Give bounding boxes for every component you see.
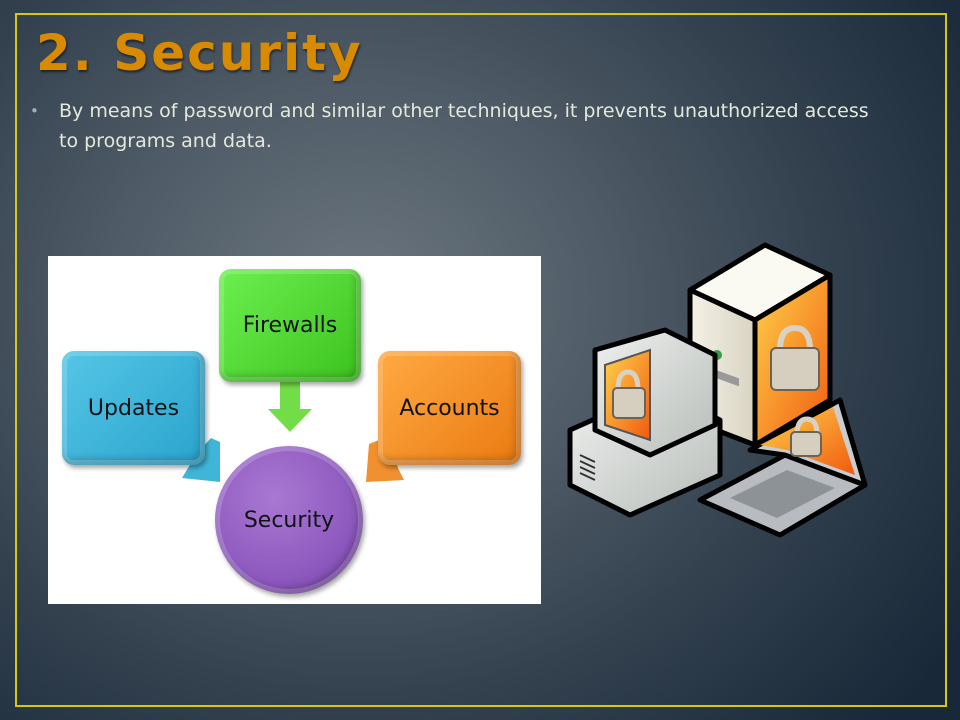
slide-frame <box>15 13 947 707</box>
node-label: Accounts <box>399 395 500 421</box>
secured-computers-illustration <box>567 242 868 538</box>
diagram-node-security: Security <box>215 446 363 594</box>
diagram-node-firewalls: Firewalls <box>219 269 361 382</box>
desktop-lock-icon <box>567 327 723 518</box>
node-label: Updates <box>87 395 180 421</box>
bullet-list: • By means of password and similar other… <box>30 96 890 156</box>
diagram-node-accounts: Accounts <box>378 351 521 465</box>
bullet-item: • By means of password and similar other… <box>30 96 890 156</box>
laptop-lock-icon <box>697 397 868 538</box>
arrow-down-icon <box>268 382 312 432</box>
bullet-icon: • <box>30 102 39 120</box>
node-label: Security <box>243 507 335 533</box>
diagram-node-updates: Updates <box>62 351 205 465</box>
node-label: Firewalls <box>242 313 338 338</box>
bullet-text: By means of password and similar other t… <box>59 100 869 152</box>
security-diagram: Updates Firewalls Accounts Security <box>48 256 541 604</box>
slide-title: 2. Security <box>36 24 363 82</box>
